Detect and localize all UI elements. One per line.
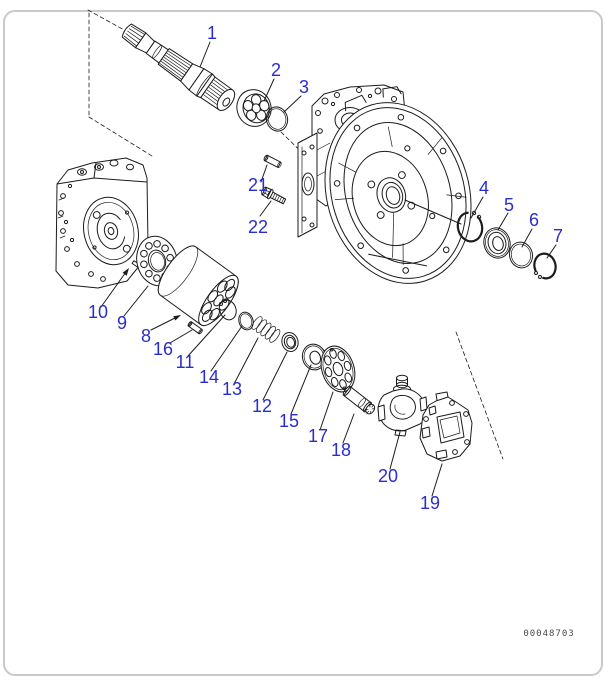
leader-line-20	[389, 431, 401, 470]
diagram-line-art	[55, 9, 557, 497]
leader-line-12	[262, 351, 288, 401]
part-1-drive-shaft	[121, 23, 236, 111]
page-border	[3, 10, 603, 676]
callout-12: 12	[252, 396, 272, 416]
leader-line-13	[233, 337, 259, 385]
callout-14: 14	[199, 367, 219, 387]
callout-4: 4	[479, 178, 489, 198]
part-18-pin	[342, 385, 376, 415]
callout-6: 6	[529, 210, 539, 230]
leader-line-11	[187, 314, 226, 357]
leader-line-1	[199, 41, 211, 68]
part-14-washer	[238, 311, 254, 331]
part-6-ring	[508, 241, 534, 269]
callout-3: 3	[299, 77, 309, 97]
callout-2: 2	[271, 60, 281, 80]
leader-line-7	[546, 244, 557, 259]
part-8-cylinder-block	[157, 245, 239, 327]
part-19-cradle-support	[419, 391, 473, 462]
part-13-spring	[251, 316, 281, 343]
callout-11: 11	[176, 352, 195, 372]
callout-8: 8	[141, 326, 151, 346]
part-7-snap-ring	[533, 252, 557, 280]
part-11-snap-ring	[219, 299, 237, 321]
part-3-ring	[265, 106, 289, 132]
part-12-bushing	[281, 332, 299, 352]
assembly-axis-lines	[87, 9, 504, 460]
leader-line-4	[470, 196, 484, 219]
part-2-coupling	[236, 89, 272, 127]
leader-line-18	[342, 413, 355, 444]
part-5-oil-seal	[483, 227, 511, 259]
leader-line-8	[150, 316, 178, 331]
callout-5: 5	[504, 195, 514, 215]
callout-21: 21	[248, 175, 268, 195]
callout-20: 20	[378, 466, 398, 486]
leader-arrow-8	[173, 315, 181, 321]
rear-pump-housing	[55, 157, 149, 289]
leader-line-10	[100, 271, 127, 308]
callout-16: 16	[153, 339, 173, 359]
leader-line-2	[263, 78, 275, 102]
callout-19: 19	[420, 493, 440, 513]
part-21-pin	[263, 154, 282, 168]
callout-7: 7	[553, 226, 563, 246]
callout-1: 1	[207, 23, 217, 43]
leader-line-15	[290, 364, 312, 415]
part-17-valve-plate	[320, 345, 356, 393]
callout-22: 22	[248, 217, 268, 237]
leader-line-9	[123, 285, 149, 317]
leader-line-19	[431, 463, 443, 497]
part-4-snap-ring	[456, 210, 484, 243]
leader-lines	[100, 41, 557, 497]
callout-17: 17	[308, 426, 328, 446]
hub-leader-line	[404, 199, 462, 225]
leader-line-14	[210, 325, 243, 372]
drawing-code: 00048703	[523, 629, 574, 639]
leader-line-3	[283, 95, 302, 113]
part-16-pin	[187, 321, 203, 335]
part-22-bolt	[261, 186, 287, 205]
callout-15: 15	[279, 411, 299, 431]
callout-18: 18	[331, 440, 351, 460]
leader-line-16	[169, 329, 193, 344]
part-20-swash-plate	[377, 374, 428, 437]
leader-line-5	[497, 212, 509, 231]
callout-13: 13	[222, 379, 242, 399]
leader-line-21	[260, 164, 268, 183]
leader-line-22	[259, 200, 272, 217]
leader-line-17	[319, 391, 334, 431]
callout-10: 10	[88, 302, 108, 322]
callout-9: 9	[117, 313, 127, 333]
mounting-flange	[324, 86, 472, 284]
leader-line-6	[521, 228, 533, 248]
callout-labels: 1 2 3 4 5 6 7 8 9 10 11 12 13 14 15 16 1…	[88, 23, 563, 513]
